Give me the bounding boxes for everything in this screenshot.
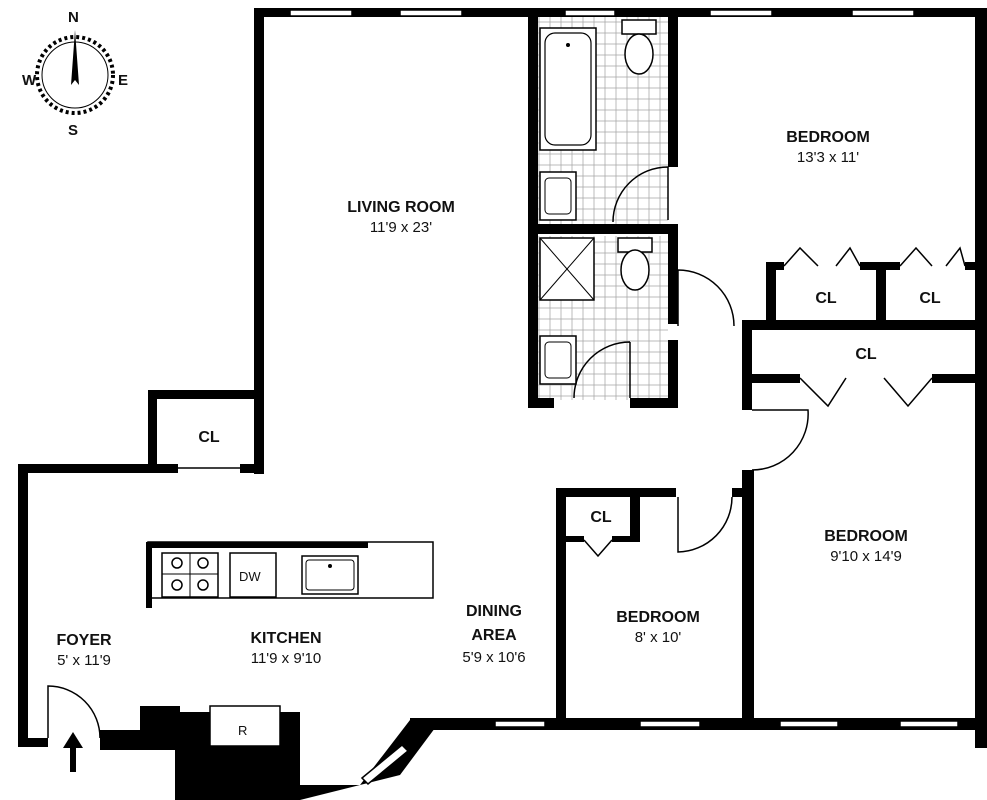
living-room-dims: 11'9 x 23' xyxy=(370,219,432,236)
dining-dims: 5'9 x 10'6 xyxy=(462,649,525,666)
dining-name-line2: AREA xyxy=(471,627,517,644)
toilet-lower xyxy=(617,237,653,291)
refrigerator-label: R xyxy=(238,723,247,738)
bathrooms xyxy=(528,17,678,408)
bedroom-ne-dims: 13'3 x 11' xyxy=(797,149,859,166)
dishwasher xyxy=(229,552,277,598)
hall-closet-label: CL xyxy=(855,346,877,363)
interior-walls xyxy=(556,470,754,725)
bedroom-se-name: BEDROOM xyxy=(824,528,908,545)
kitchen-name: KITCHEN xyxy=(250,630,321,647)
toilet-upper xyxy=(621,19,657,75)
compass-north: N xyxy=(68,9,79,26)
compass-west: W xyxy=(22,72,37,89)
room-labels: LIVING ROOM 11'9 x 23' BEDROOM 13'3 x 11… xyxy=(56,129,907,669)
dishwasher-label: DW xyxy=(239,569,261,584)
bedroom-small-name: BEDROOM xyxy=(616,609,700,626)
small-bedroom-closet-label: CL xyxy=(590,509,612,526)
bedroom-se-dims: 9'10 x 14'9 xyxy=(830,548,902,565)
kitchen-counter: DW xyxy=(146,541,434,608)
bedroom-small-dims: 8' x 10' xyxy=(635,629,682,646)
compass: N S W E xyxy=(22,9,128,139)
exterior-walls xyxy=(18,8,987,800)
compass-south: S xyxy=(68,122,78,139)
closet-labels: CL CL CL CL CL xyxy=(198,290,941,526)
bottom-windows xyxy=(360,720,959,786)
kitchen-dims: 11'9 x 9'10 xyxy=(251,650,322,667)
north-needle-icon xyxy=(71,30,79,85)
living-room-name: LIVING ROOM xyxy=(347,199,455,216)
hall-doors xyxy=(583,269,809,558)
refrigerator xyxy=(209,705,281,747)
dining-name-line1: DINING xyxy=(466,603,522,620)
bedroom-ne-name: BEDROOM xyxy=(786,129,870,146)
ne-bedroom-closets xyxy=(742,246,987,330)
compass-east: E xyxy=(118,72,128,89)
foyer-name: FOYER xyxy=(56,632,112,649)
entry-arrow-icon xyxy=(63,732,83,772)
foyer-dims: 5' x 11'9 xyxy=(57,652,111,669)
kitchen-sink-icon xyxy=(301,555,359,595)
stove-icon xyxy=(161,552,219,598)
top-windows xyxy=(289,9,915,17)
bedroom-ne-closet-2-label: CL xyxy=(919,290,941,307)
bedroom-ne-closet-1-label: CL xyxy=(815,290,837,307)
hall-closet xyxy=(742,320,980,410)
foyer-closet-label: CL xyxy=(198,429,220,446)
entry-door xyxy=(47,685,101,739)
